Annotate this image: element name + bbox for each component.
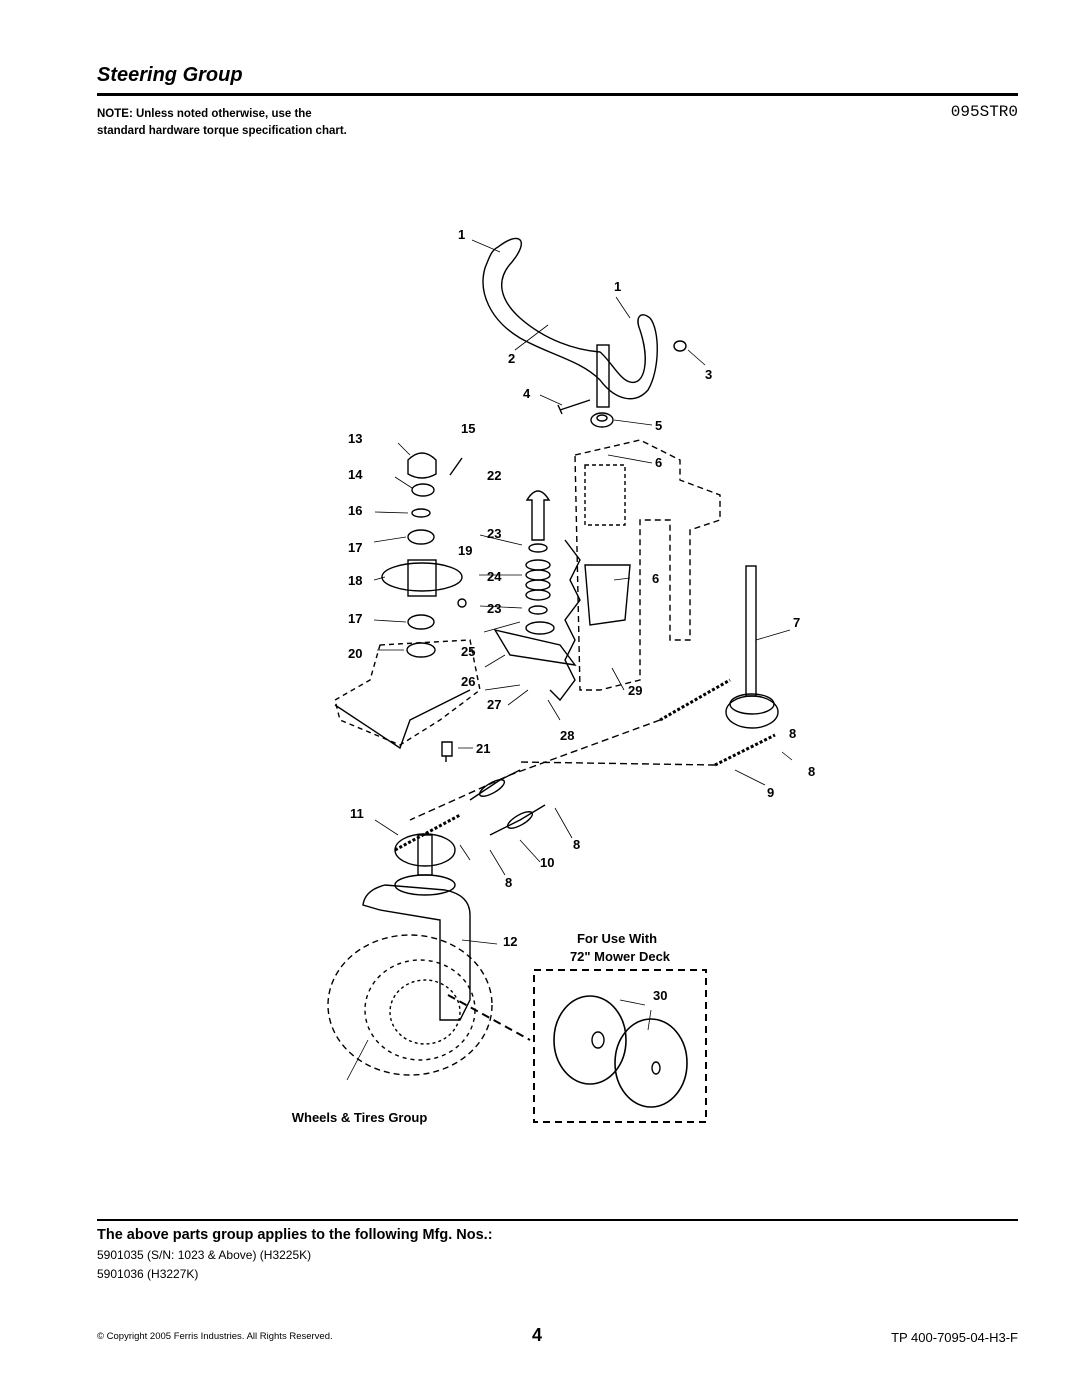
seal-20	[406, 642, 436, 658]
callout-8a: 8	[808, 764, 815, 779]
callout-17a: 17	[348, 540, 362, 555]
callout-13: 13	[348, 431, 362, 446]
washer-23b	[528, 605, 548, 615]
bolt-21	[441, 741, 453, 762]
bearing-17b	[407, 614, 435, 630]
mfg-number-1: 5901035 (S/N: 1023 & Above) (H3225K)	[97, 1248, 312, 1262]
nut-3	[673, 340, 687, 352]
applies-heading: The above parts group applies to the fol…	[97, 1227, 493, 1243]
washer-25	[525, 621, 555, 635]
callout-8b: 8	[573, 837, 580, 852]
weight-30b	[614, 1018, 688, 1108]
caster-fork-12	[362, 884, 471, 1021]
inset-box	[533, 969, 707, 1123]
exploded-parts-diagram: 1 1 2 3 4 5 6 6 7 8 8 8 8 9 10 11 12 13 …	[290, 227, 815, 1125]
cotter-pin-15	[449, 457, 463, 476]
callout-8d: 8	[789, 726, 796, 741]
grease-fitting-19	[457, 598, 467, 608]
callout-1a: 1	[458, 227, 465, 242]
housing-cutaway	[549, 539, 631, 702]
dust-cap-13	[407, 452, 437, 479]
chain-lower-loop	[394, 813, 461, 852]
spring-stack-24	[525, 559, 551, 571]
applies-rule	[97, 1219, 1018, 1221]
bushing-5	[590, 412, 614, 428]
caster-yoke-mount	[334, 639, 481, 746]
sprocket-7	[725, 695, 779, 729]
carriage-bolt-22	[525, 490, 551, 541]
callout-28: 28	[560, 728, 574, 743]
leader-lines	[346, 239, 793, 1081]
callout-19: 19	[458, 543, 472, 558]
washer-23a	[528, 543, 548, 553]
page-title: Steering Group	[97, 64, 243, 86]
callout-2: 2	[508, 351, 515, 366]
callout-labels: 1 1 2 3 4 5 6 6 7 8 8 8 8 9 10 11 12 13 …	[348, 227, 815, 1003]
mount-bracket	[493, 628, 577, 666]
caster-wheel	[327, 934, 493, 1076]
caster-sprocket-11	[394, 833, 456, 867]
callout-8c: 8	[505, 875, 512, 890]
chain-upper	[659, 678, 731, 722]
callout-18: 18	[348, 573, 362, 588]
callout-12: 12	[503, 934, 517, 949]
turnbuckle-upper	[469, 769, 521, 801]
callout-11: 11	[350, 806, 364, 821]
callout-25: 25	[461, 644, 475, 659]
callout-29: 29	[628, 683, 642, 698]
bearing-17a	[407, 529, 435, 545]
inset-label-1: For Use With	[577, 931, 657, 946]
callout-5: 5	[655, 418, 662, 433]
bolt-4	[557, 399, 591, 415]
turnbuckle-lower	[489, 804, 546, 836]
callout-6a: 6	[655, 455, 662, 470]
callout-7: 7	[793, 615, 800, 630]
callout-27: 27	[487, 697, 501, 712]
header-rule	[97, 93, 1018, 96]
callout-22: 22	[487, 468, 501, 483]
callout-21: 21	[476, 741, 490, 756]
wheels-tires-label: See Wheels & Tires Group	[290, 1110, 427, 1125]
bearing-14	[411, 483, 435, 497]
steering-post-7	[745, 565, 757, 697]
callout-4: 4	[523, 386, 531, 401]
weight-30a	[553, 995, 627, 1085]
callout-17b: 17	[348, 611, 362, 626]
callout-23a: 23	[487, 526, 501, 541]
copyright: © Copyright 2005 Ferris Industries. All …	[97, 1331, 333, 1342]
washer-16	[411, 508, 431, 518]
mfg-number-2: 5901036 (H3227K)	[97, 1267, 199, 1281]
inset-link	[447, 994, 531, 1041]
callout-9: 9	[767, 785, 774, 800]
callout-3: 3	[705, 367, 712, 382]
callout-26: 26	[461, 674, 475, 689]
hub-18	[381, 562, 463, 592]
callout-14: 14	[348, 467, 363, 482]
callout-10: 10	[540, 855, 554, 870]
callout-23b: 23	[487, 601, 501, 616]
steering-handle	[482, 237, 658, 400]
chain-lower	[714, 733, 776, 767]
document-code: TP 400-7095-04-H3-F	[891, 1330, 1018, 1345]
callout-15: 15	[461, 421, 475, 436]
callout-1b: 1	[614, 279, 621, 294]
callout-24: 24	[487, 569, 502, 584]
torque-note: NOTE: Unless noted otherwise, use the st…	[97, 108, 347, 137]
callout-30: 30	[653, 988, 667, 1003]
inset-label-2: 72" Mower Deck	[570, 949, 671, 964]
steering-shaft-upper	[596, 344, 610, 408]
page-number: 4	[532, 1325, 543, 1345]
callout-20: 20	[348, 646, 362, 661]
frame-channel	[584, 464, 626, 526]
steering-frame	[574, 439, 721, 691]
callout-16: 16	[348, 503, 362, 518]
callout-6b: 6	[652, 571, 659, 586]
drawing-code: 095STR0	[950, 103, 1018, 121]
